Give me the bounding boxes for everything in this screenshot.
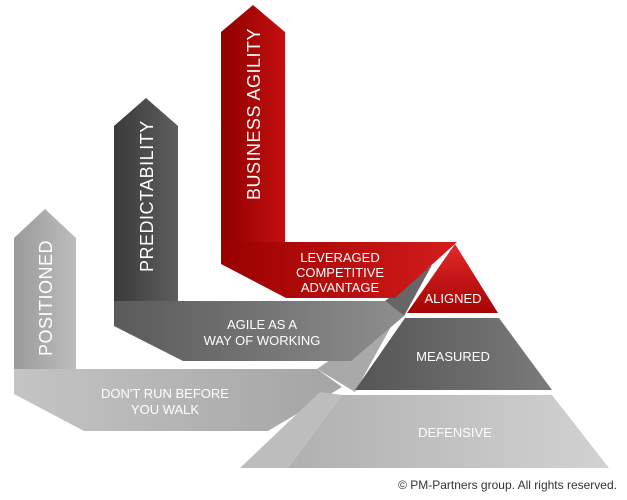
leveraged-band-shape: [221, 242, 457, 298]
dont-run-label-line-1: DON'T RUN BEFORE: [101, 386, 229, 401]
leveraged-label-line-2: COMPETITIVE: [296, 265, 384, 280]
leveraged-label-line-1: LEVERAGED: [300, 250, 379, 265]
agile-label-line-2: WAY OF WORKING: [204, 333, 321, 348]
agile-band-shape: [114, 301, 404, 361]
leveraged-label-line-3: ADVANTAGE: [301, 280, 380, 295]
predictability-label: PREDICTABILITY: [137, 120, 157, 272]
pyramid-top-label: ALIGNED: [424, 291, 481, 306]
dont-run-label-line-2: YOU WALK: [131, 402, 199, 417]
positioned-arrow-shape: [14, 209, 76, 369]
pyramid-bottom-label: DEFENSIVE: [418, 425, 492, 440]
pyramid-bottom-shape: [288, 395, 609, 468]
dark-connector-shape: [385, 265, 432, 316]
positioned-label: POSITIONED: [36, 240, 56, 356]
agile-label-line-1: AGILE AS A: [227, 317, 297, 332]
business-agility-arrow-shape: [221, 5, 285, 242]
copyright-notice: © PM-Partners group. All rights reserved…: [398, 478, 617, 492]
business-agility-label: BUSINESS AGILITY: [244, 28, 264, 200]
predictability-arrow-shape: [114, 98, 178, 301]
pyramid-middle-shape: [355, 318, 552, 390]
dont-run-band-shape: [14, 369, 342, 431]
pyramid-middle-label: MEASURED: [416, 349, 490, 364]
pyramid-bottom-left-face: [240, 392, 342, 468]
pyramid-top-shape: [407, 244, 498, 313]
